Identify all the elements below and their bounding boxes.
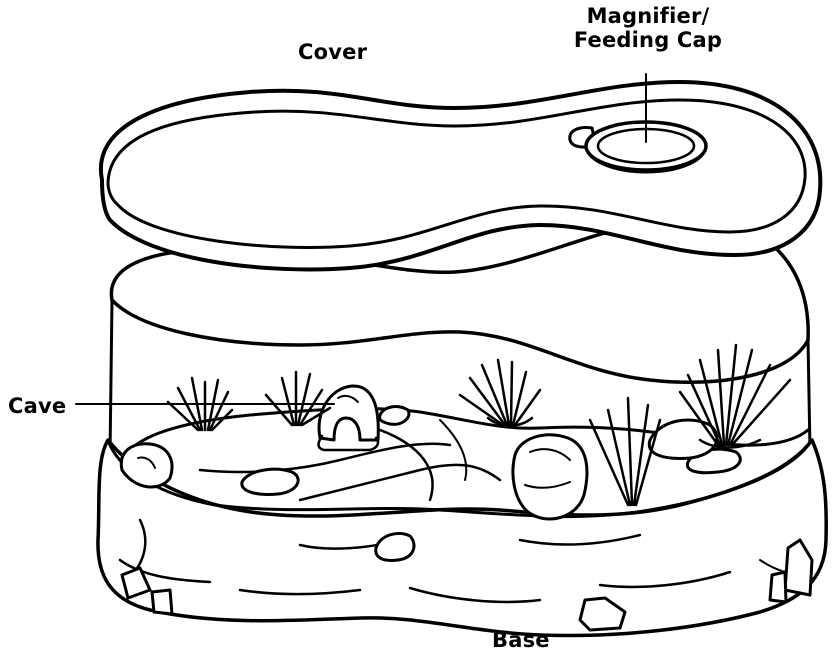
magnifier-label-line1: Magnifier/	[568, 4, 728, 28]
cover-label: Cover	[298, 40, 367, 64]
cave-label: Cave	[8, 394, 66, 418]
cover-lid	[101, 82, 820, 269]
base-label: Base	[492, 628, 550, 652]
cave	[319, 386, 379, 450]
plant-3	[460, 360, 540, 426]
magnifier-feeding-cap-label: Magnifier/ Feeding Cap	[568, 4, 728, 52]
plant-4	[590, 398, 660, 505]
magnifier-label-line2: Feeding Cap	[568, 28, 728, 52]
